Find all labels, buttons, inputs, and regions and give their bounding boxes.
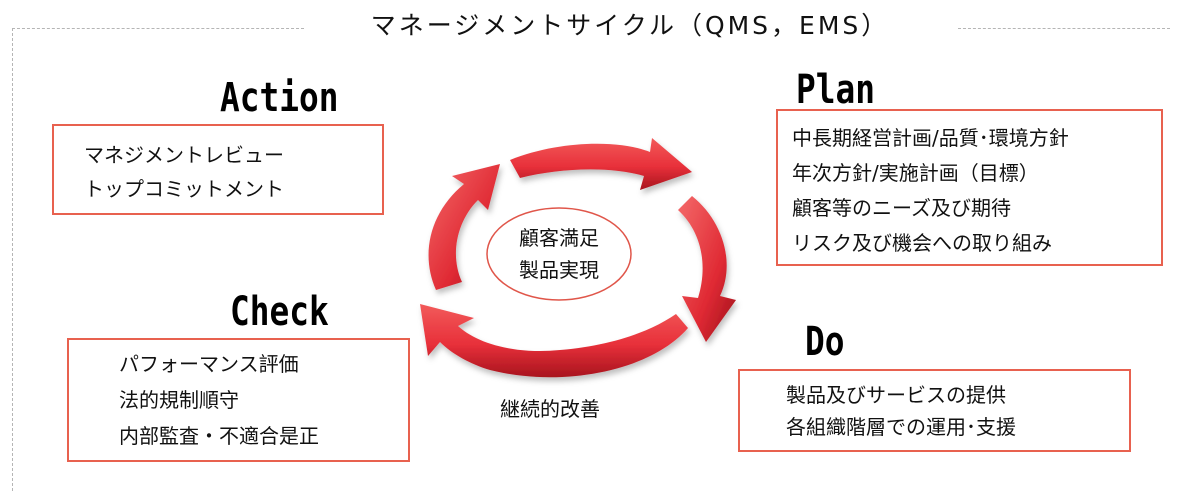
action-item: マネジメントレビュー: [84, 143, 284, 167]
plan-box: 中長期経営計画/品質･環境方針 年次方針/実施計画（目標） 顧客等のニーズ及び期…: [776, 109, 1163, 266]
frame-border-left: [12, 28, 13, 491]
do-item: 各組織階層での運用･支援: [786, 415, 1016, 439]
arrow-right: [678, 196, 736, 342]
plan-item: 中長期経営計画/品質･環境方針: [792, 126, 1069, 150]
center-label-line1: 顧客満足: [519, 226, 599, 250]
check-item: 法的規制順守: [119, 388, 239, 412]
plan-item: 年次方針/実施計画（目標）: [792, 161, 1039, 185]
arrow-top-right: [510, 138, 692, 190]
arrow-left: [428, 164, 500, 290]
do-item: 製品及びサービスの提供: [786, 383, 1006, 407]
diagram-title: マネージメントサイクル（QMS，EMS）: [370, 11, 890, 40]
plan-item: 顧客等のニーズ及び期待: [792, 196, 1011, 220]
arrow-bottom: [420, 304, 688, 378]
cycle-label: 継続的改善: [500, 397, 600, 421]
check-heading: Check: [230, 289, 329, 335]
plan-heading: Plan: [796, 67, 875, 113]
action-heading: Action: [220, 75, 339, 121]
frame-border-top-left: [12, 28, 304, 29]
do-heading: Do: [805, 319, 845, 365]
center-ellipse: [486, 207, 632, 301]
action-box: マネジメントレビュー トップコミットメント: [52, 124, 384, 215]
check-item: 内部監査・不適合是正: [119, 424, 319, 448]
plan-item: リスク及び機会への取り組み: [792, 231, 1052, 255]
check-item: パフォーマンス評価: [119, 352, 299, 376]
center-label: 顧客満足 製品実現: [489, 222, 629, 286]
action-item: トップコミットメント: [84, 177, 284, 201]
check-box: パフォーマンス評価 法的規制順守 内部監査・不適合是正: [67, 338, 410, 462]
center-label-line2: 製品実現: [519, 258, 599, 282]
frame-border-top-right: [958, 28, 1170, 29]
do-box: 製品及びサービスの提供 各組織階層での運用･支援: [738, 369, 1131, 452]
